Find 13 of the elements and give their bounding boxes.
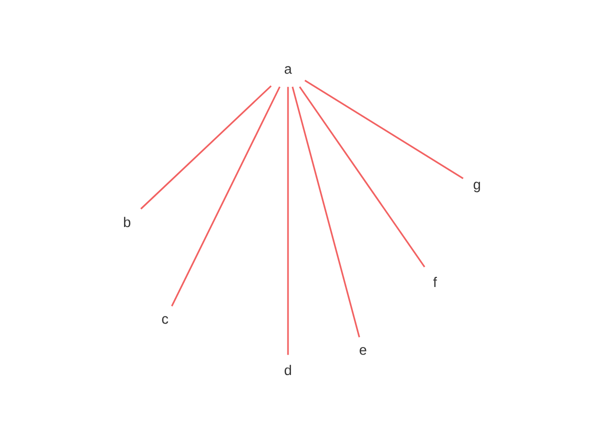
node-label: a <box>284 66 292 74</box>
node-label: f <box>433 276 437 288</box>
connector-line <box>292 86 360 338</box>
node-label: g <box>474 182 480 192</box>
connector-line <box>304 80 464 180</box>
connector-line <box>171 86 280 306</box>
connector-line <box>287 86 289 355</box>
node-label: d <box>284 364 291 376</box>
node-label: e <box>360 347 366 355</box>
connector-line <box>140 85 272 210</box>
connector-line <box>299 86 426 268</box>
node-label: c <box>162 316 168 324</box>
node-label: b <box>124 216 130 228</box>
